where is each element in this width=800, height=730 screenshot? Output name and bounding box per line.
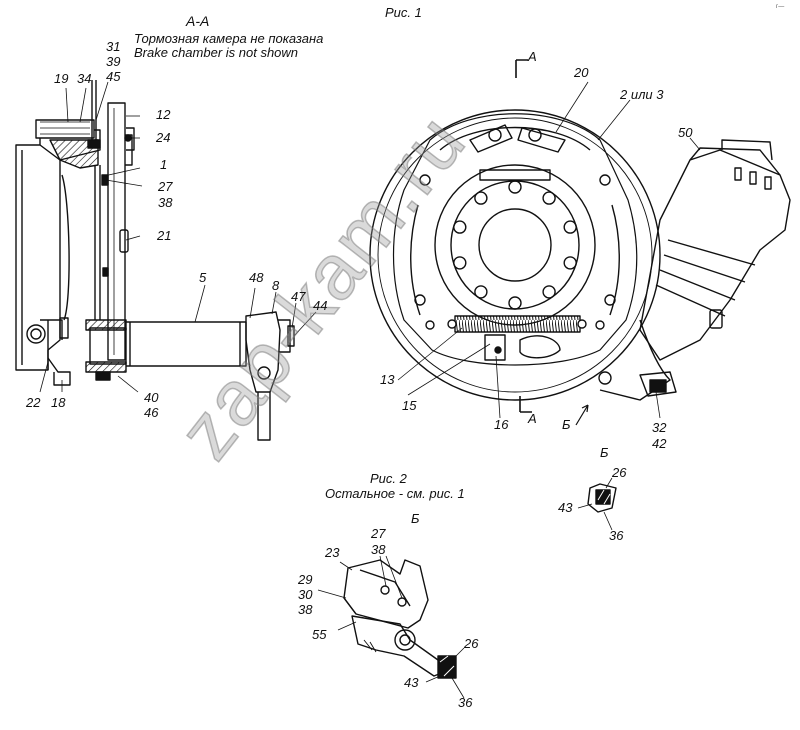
fig2-note: Остальное - см. рис. 1 [325,486,465,501]
fig2-callout-55: 55 [312,627,327,642]
section-mark-top: А [528,49,537,64]
view-b-callout-26: 26 [612,465,627,480]
callout-8: 8 [272,278,280,293]
view-b-callout-43: 43 [558,500,573,515]
hub-bolt-hole [474,191,488,205]
hub-bolt-hole [563,256,577,270]
callout-27: 27 [158,179,173,194]
callout-47: 47 [291,289,306,304]
callout-22: 22 [26,395,41,410]
callout-12: 12 [156,107,171,122]
callout-32: 32 [652,420,667,435]
section-title: А-А [186,13,210,29]
fig2-callout-43: 43 [404,675,419,690]
hub-bolt-hole [563,220,577,234]
hub-bolt-hole [508,180,522,194]
note-ru: Тормозная камера не показана [134,31,324,46]
callout-38: 38 [158,195,173,210]
fig2-drawing [317,555,465,699]
callout-18: 18 [51,395,66,410]
view-b-detail [577,477,617,531]
hub-bolt-hole [453,220,467,234]
hub-bolt-hole [474,285,488,299]
callout-39: 39 [106,54,121,69]
callout-13: 13 [380,372,395,387]
view-b-title: Б [600,445,609,460]
fig2-callout-38a: 38 [371,542,386,557]
corner-mark: г— [776,4,785,10]
fig2-callout-38b: 38 [298,602,313,617]
callout-1: 1 [160,157,168,172]
callout-45: 45 [106,69,121,84]
callout-24: 24 [156,130,171,145]
callout-15: 15 [402,398,417,413]
callout-5: 5 [199,270,207,285]
callout-50: 50 [678,125,693,140]
hub-bolt-hole [542,191,556,205]
fig2-callout-36: 36 [458,695,473,710]
fig2-callout-30: 30 [298,587,313,602]
fig2-callout-27: 27 [371,526,386,541]
hub-bolt-hole [542,285,556,299]
callout-16: 16 [494,417,509,432]
callout-48: 48 [249,270,264,285]
view-b-callout-36: 36 [609,528,624,543]
fig2-caption: Рис. 2 [370,471,407,486]
callout-42: 42 [652,436,667,451]
callout-31: 31 [106,39,121,54]
callout-44: 44 [313,298,328,313]
callout-40: 40 [144,390,159,405]
callout-20: 20 [574,65,589,80]
callout-21: 21 [157,228,172,243]
section-a-a-drawing [15,80,317,441]
callout-19: 19 [54,71,69,86]
hub-bolt-hole [453,256,467,270]
fig2-callout-29: 29 [298,572,313,587]
fig2-callout-26: 26 [464,636,479,651]
callout-2-or-3: 2 или 3 [620,87,664,102]
callout-34: 34 [77,71,92,86]
fig1-caption: Рис. 1 [385,5,422,20]
section-mark-bottom: А [528,411,537,426]
hub-bolt-hole [508,296,522,310]
fig2-callout-23: 23 [325,545,340,560]
arrow-b-label: Б [562,417,571,432]
view-b-title-fig2: Б [411,511,420,526]
note-en: Brake chamber is not shown [134,45,299,60]
callout-46: 46 [144,405,159,420]
brake-assembly-drawing [369,59,791,426]
